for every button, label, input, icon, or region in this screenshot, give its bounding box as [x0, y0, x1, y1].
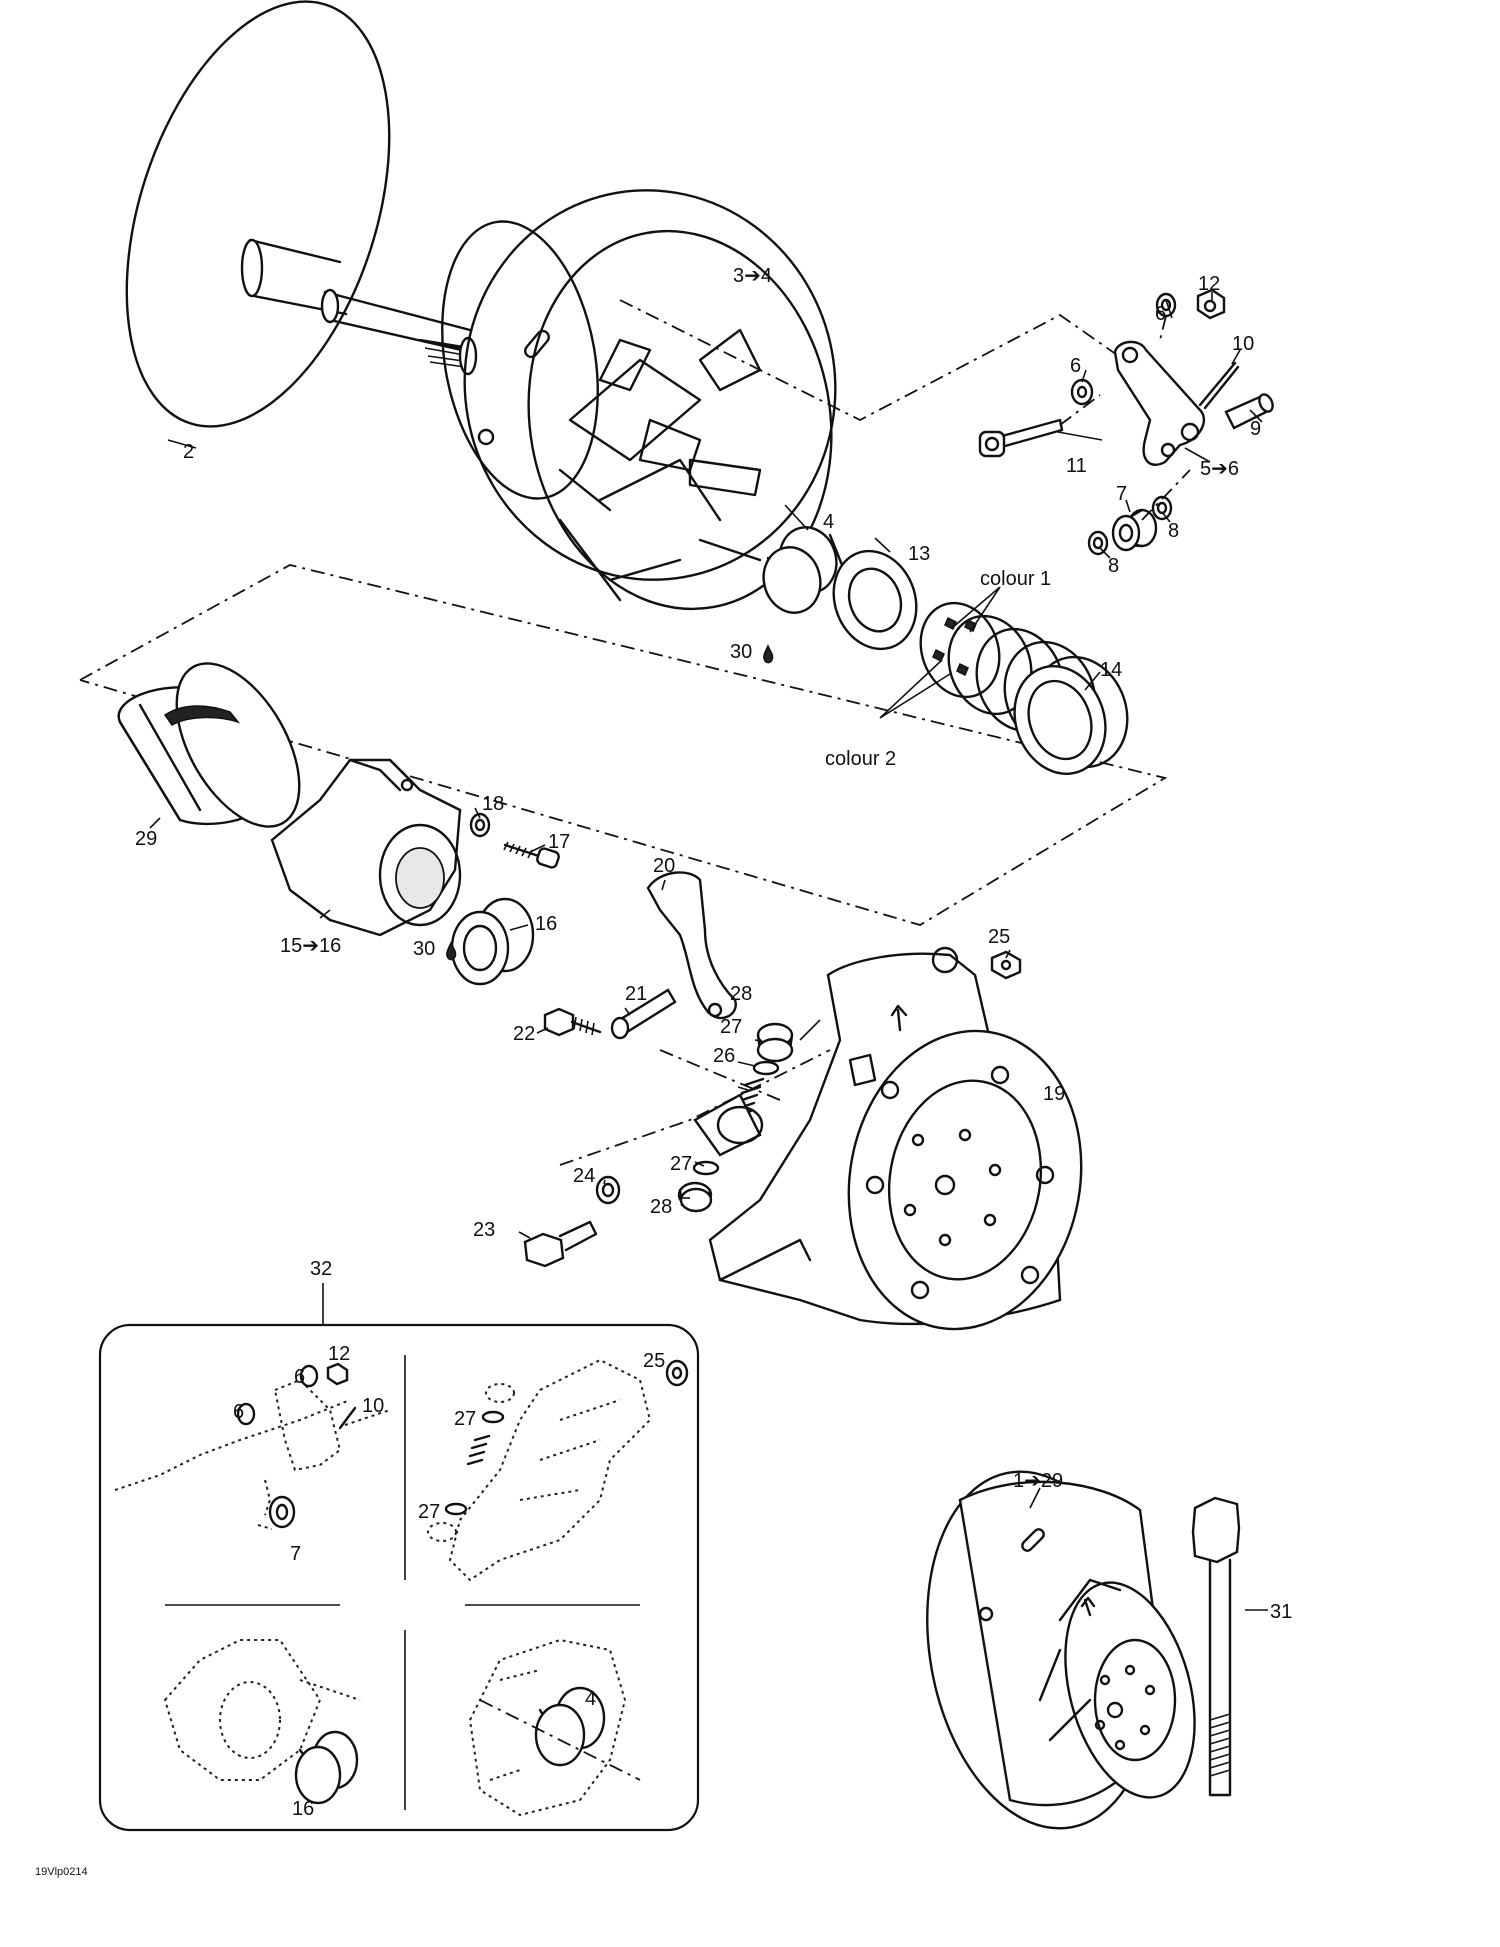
part-16-bushing — [450, 897, 535, 986]
callout-12: 12 — [1198, 273, 1220, 295]
callout-18: 18 — [482, 793, 504, 815]
part-10-cotter-pin — [1198, 361, 1240, 410]
part-28-roller-bottom — [677, 1181, 713, 1213]
leader-lines — [149, 292, 1268, 1611]
callout-17: 17 — [548, 831, 570, 853]
part-17-screw — [503, 841, 560, 869]
assembly-line-bolt — [559, 1049, 831, 1166]
part-31-bolt — [1191, 1496, 1241, 1797]
inset-callout-16: 16 — [292, 1798, 314, 1820]
part-22-screw — [543, 1007, 602, 1037]
callout-5-to-6: 5➔6 — [1200, 458, 1239, 480]
callout-8-right: 8 — [1168, 520, 1179, 542]
inset-arm-assembly — [114, 1362, 391, 1530]
part-25-nut — [990, 950, 1022, 980]
part-3-movable-sheave — [441, 189, 837, 611]
callout-8-left: 8 — [1108, 555, 1119, 577]
inset-spider-bushing — [163, 1639, 361, 1805]
callout-colour-1: colour 1 — [980, 568, 1051, 590]
adhesive-drop-icon — [763, 644, 774, 664]
part-6-roller-small — [1070, 378, 1094, 406]
callout-15-to-16: 15➔16 — [280, 935, 341, 957]
part-28-roller-top — [756, 1022, 794, 1063]
inset-callout-6-left: 6 — [233, 1401, 244, 1423]
callout-16: 16 — [535, 913, 557, 935]
inset-callout-25: 25 — [643, 1350, 665, 1372]
callout-4: 4 — [823, 511, 834, 533]
callout-7: 7 — [1116, 483, 1127, 505]
callout-26: 26 — [713, 1045, 735, 1067]
callout-21: 21 — [625, 983, 647, 1005]
inset-callout-27-upper: 27 — [454, 1408, 476, 1430]
callout-29: 29 — [135, 828, 157, 850]
inset-sheave-bushing — [468, 1638, 641, 1817]
part-19-governor-cup — [693, 946, 1083, 1331]
assembly-line-upper — [619, 299, 1161, 422]
callout-13: 13 — [908, 543, 930, 565]
callout-colour-2: colour 2 — [825, 748, 896, 770]
callout-3-to-4: 3➔4 — [733, 265, 772, 287]
adhesive-drop-icon — [446, 941, 457, 961]
callout-10: 10 — [1232, 333, 1254, 355]
part-4-bushing — [762, 526, 844, 614]
inset-governor-rollers — [427, 1358, 689, 1582]
callout-28-lower: 28 — [650, 1196, 672, 1218]
callout-14: 14 — [1100, 659, 1122, 681]
callout-11: 11 — [1066, 455, 1087, 477]
part-9-pin — [1224, 393, 1274, 430]
part-2-fixed-sheave — [125, 0, 478, 428]
part-5-lever-arm — [1113, 340, 1206, 466]
assembly-line-cam — [659, 1049, 781, 1101]
callout-6-middle: 6 — [1070, 355, 1081, 377]
assembly-line-arm — [1059, 315, 1191, 521]
callout-2: 2 — [183, 441, 194, 463]
part-14-spring — [919, 601, 1129, 776]
part-27-clip-bottom — [692, 1160, 720, 1176]
part-18-washer — [469, 812, 491, 838]
assembly-line-spring-box — [79, 564, 1168, 926]
callout-30-upper: 30 — [730, 641, 752, 663]
part-21-pin — [610, 988, 677, 1040]
inset-32-detail — [98, 1283, 700, 1832]
part-8-washer-b — [1151, 495, 1173, 521]
inset-callout-27-lower: 27 — [418, 1501, 440, 1523]
callout-25: 25 — [988, 926, 1010, 948]
callout-28-upper: 28 — [730, 983, 752, 1005]
part-20-cam-arm — [646, 871, 737, 1020]
part-24-washer — [595, 1175, 621, 1205]
callout-9: 9 — [1250, 418, 1261, 440]
inset-callout-10: 10 — [362, 1395, 384, 1417]
callout-1-to-29: 1➔29 — [1013, 1470, 1063, 1492]
callout-6-upper: 6 — [1155, 303, 1166, 325]
inset-callout-4: 4 — [585, 1688, 596, 1710]
inset-callout-7: 7 — [290, 1543, 301, 1565]
shaft-splines — [419, 339, 473, 369]
drawing-code: 19Vlp0214 — [35, 1866, 88, 1878]
part-8-washer-a — [1087, 530, 1109, 556]
callout-22: 22 — [513, 1023, 535, 1045]
inset-callout-12: 12 — [328, 1343, 350, 1365]
part-23-bolt — [523, 1220, 598, 1268]
callout-24: 24 — [573, 1165, 595, 1187]
callout-23: 23 — [473, 1219, 495, 1241]
callout-labels: 2 3➔4 4 5➔6 6 6 7 8 8 9 10 11 12 13 14 c… — [35, 265, 1292, 1878]
callout-27-lower: 27 — [670, 1153, 692, 1175]
callout-27-upper: 27 — [720, 1016, 742, 1038]
part-12-nut — [1196, 288, 1226, 320]
part-29-cover — [117, 662, 301, 828]
part-27-clip-top — [752, 1060, 780, 1076]
part-7-roller — [1111, 508, 1158, 552]
part-1-complete-clutch — [926, 1470, 1196, 1830]
inset-callout-6-right: 6 — [294, 1366, 305, 1388]
callout-31: 31 — [1270, 1601, 1292, 1623]
callout-32: 32 — [310, 1258, 332, 1280]
callout-19: 19 — [1043, 1083, 1065, 1105]
callout-20: 20 — [653, 855, 675, 877]
part-11-shoulder-bolt — [978, 418, 1064, 458]
part-13-washer — [832, 549, 918, 651]
callout-30-lower: 30 — [413, 938, 435, 960]
part-15-spider — [270, 758, 462, 937]
